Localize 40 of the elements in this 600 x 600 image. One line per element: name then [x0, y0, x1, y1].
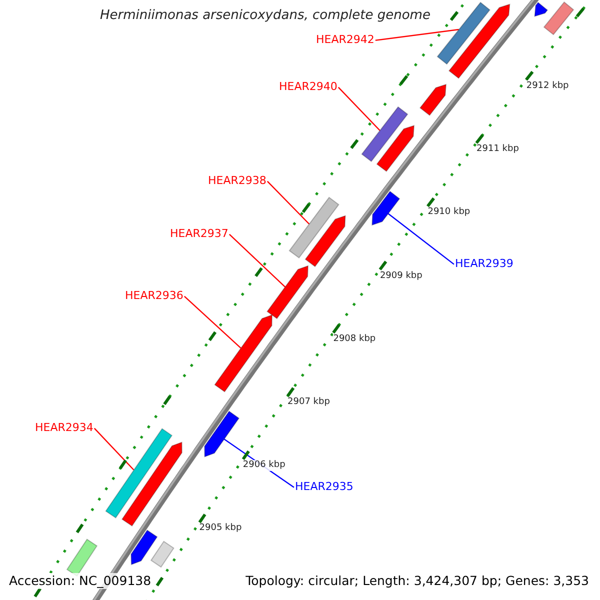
gene-bar [448, 4, 510, 79]
gene-label: HEAR2938 [208, 175, 266, 188]
gene-bar [121, 442, 182, 527]
scale-label: 2908 kbp [333, 334, 376, 344]
leader-line [94, 428, 134, 470]
gene-label: HEAR2937 [170, 228, 228, 241]
gene-bar [150, 540, 174, 568]
leader-line [184, 296, 242, 349]
gene-bar [376, 124, 415, 172]
gene-bar [543, 1, 574, 36]
gene-bar [534, 2, 548, 17]
leader-line [266, 180, 310, 224]
gene-label: HEAR2935 [295, 481, 354, 494]
gene-label: HEAR2934 [35, 422, 94, 435]
gene-bar [419, 84, 447, 116]
scale-label: 2907 kbp [288, 396, 330, 408]
gene-bar [105, 428, 173, 518]
gene-label: HEAR2936 [125, 290, 184, 303]
gene-bar [304, 215, 346, 268]
leader-line [228, 234, 286, 288]
leader-line [375, 28, 459, 41]
gene-bar [372, 190, 400, 226]
scale-label: 2911 kbp [476, 144, 519, 154]
gene-bar [361, 106, 408, 162]
gene-bar [288, 196, 340, 258]
gene-label: HEAR2940 [279, 81, 338, 94]
scale-label: 2909 kbp [380, 270, 422, 281]
scale-label: 2910 kbp [428, 207, 470, 218]
leader-line [388, 213, 454, 265]
scale-label: 2912 kbp [526, 80, 569, 92]
gene-bar [436, 2, 490, 65]
leader-line [338, 86, 380, 131]
gene-bar [204, 410, 240, 458]
gene-label: HEAR2942 [316, 34, 374, 47]
gene-label: HEAR2939 [455, 258, 514, 271]
scale-label: 2906 kbp [242, 460, 286, 471]
gene-bar [130, 530, 158, 566]
gene-bar [214, 314, 273, 392]
scale-label: 2905 kbp [199, 523, 242, 534]
gene-bar [266, 265, 309, 320]
